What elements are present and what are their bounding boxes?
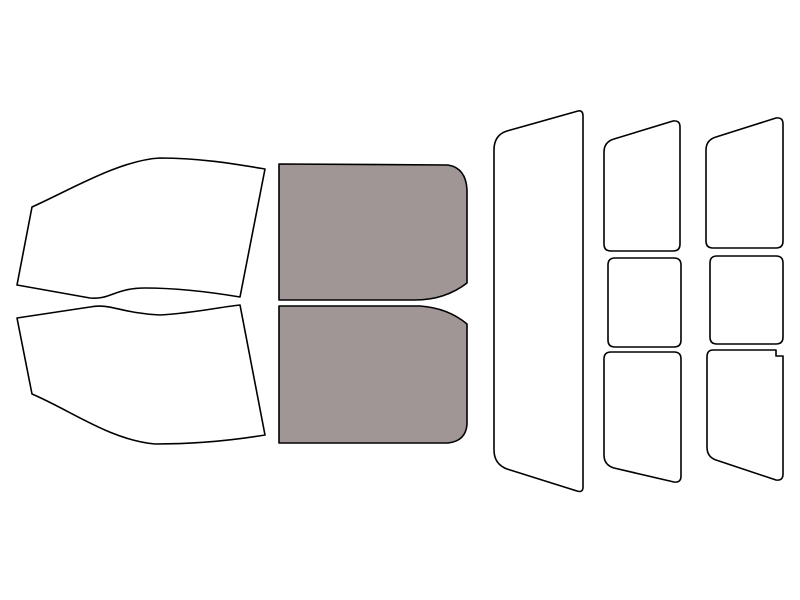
windshield-pane — [493, 110, 584, 493]
right-upper-pane — [705, 117, 784, 249]
left-upper-pane — [603, 120, 681, 252]
rear-left-window-pane — [278, 163, 468, 301]
front-left-window-pane — [16, 157, 266, 299]
rear-right-window-pane — [278, 305, 468, 444]
left-middle-pane — [607, 257, 682, 348]
left-lower-pane — [603, 351, 682, 483]
right-lower-pane — [706, 349, 784, 481]
front-right-window-pane — [16, 304, 266, 445]
right-middle-pane — [709, 255, 784, 345]
